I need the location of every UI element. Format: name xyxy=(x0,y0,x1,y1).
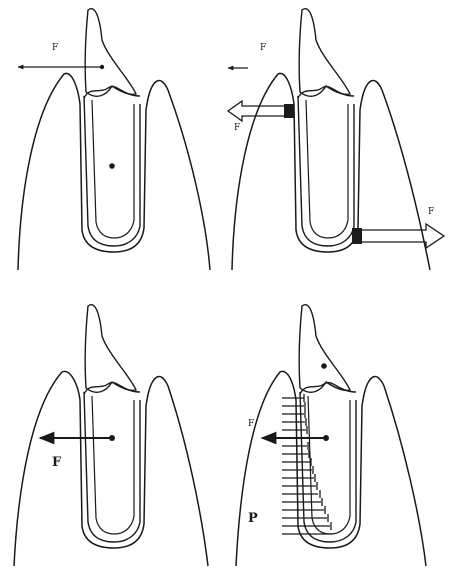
hollow-arrow-right xyxy=(352,224,444,248)
tooth-crown xyxy=(85,9,136,97)
tooth-crown xyxy=(299,305,350,393)
alveolar-bone xyxy=(18,73,210,270)
root-canal xyxy=(92,396,134,534)
tooth-crown xyxy=(85,305,136,393)
pressure-label: P xyxy=(248,511,258,526)
force-label: F xyxy=(52,43,58,53)
tooth-crown xyxy=(299,9,350,97)
panel-4-pressure-distribution: F P xyxy=(236,305,426,566)
alveolar-bone xyxy=(232,73,430,270)
force-label-right: F xyxy=(428,207,434,217)
panel-3-translation-force: F xyxy=(14,305,208,566)
force-label-top: F xyxy=(260,43,266,53)
force-label: F xyxy=(248,419,254,429)
center-of-resistance-dot xyxy=(109,163,115,169)
root-canal xyxy=(308,396,350,534)
center-dot xyxy=(321,363,327,369)
alveolar-bone xyxy=(236,371,426,566)
pressure-arrows xyxy=(282,394,332,534)
root-canal xyxy=(92,100,134,238)
panel-1-tipping-force: F xyxy=(18,9,210,270)
alveolar-bone xyxy=(14,371,208,566)
force-label-left: F xyxy=(234,123,240,133)
force-label: F xyxy=(52,455,62,470)
root-canal xyxy=(306,100,348,238)
panel-2-couple-reaction: F F F xyxy=(228,9,444,270)
